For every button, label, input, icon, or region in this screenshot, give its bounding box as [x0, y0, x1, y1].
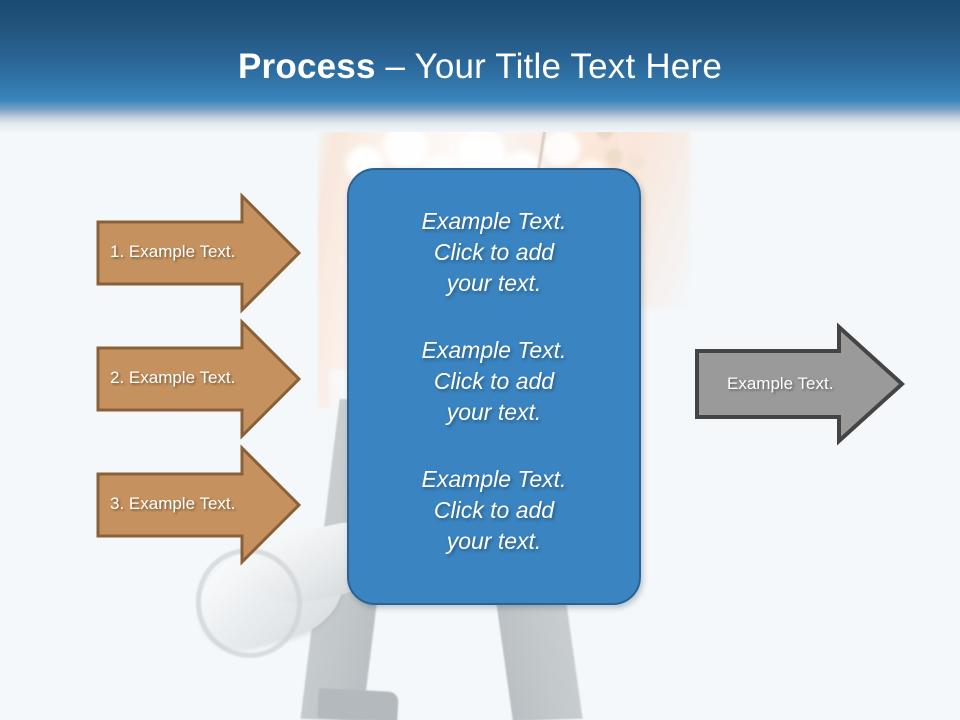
process-arrow-2[interactable]: 2. Example Text.: [96, 318, 302, 440]
center-content-box[interactable]: Example Text. Click to add your text. Ex…: [347, 168, 641, 605]
page-title-bold: Process: [238, 47, 376, 86]
arrow-right-shape-1: [96, 192, 302, 314]
arrow-right-shape-2: [96, 318, 302, 440]
photo-shoe-shape: [317, 687, 399, 720]
result-arrow[interactable]: Example Text.: [695, 322, 905, 446]
center-box-paragraph-2: Example Text. Click to add your text.: [421, 337, 567, 425]
page-title: Process – Your Title Text Here: [0, 46, 960, 88]
arrow-right-shape-gray: [695, 322, 905, 446]
page-title-rest: – Your Title Text Here: [375, 47, 722, 86]
process-arrow-3[interactable]: 3. Example Text.: [96, 444, 302, 566]
process-arrow-1[interactable]: 1. Example Text.: [96, 192, 302, 314]
arrow-right-shape-3: [96, 444, 302, 566]
center-box-paragraph-3: Example Text. Click to add your text.: [421, 466, 567, 554]
center-box-paragraph-1: Example Text. Click to add your text.: [421, 208, 567, 296]
